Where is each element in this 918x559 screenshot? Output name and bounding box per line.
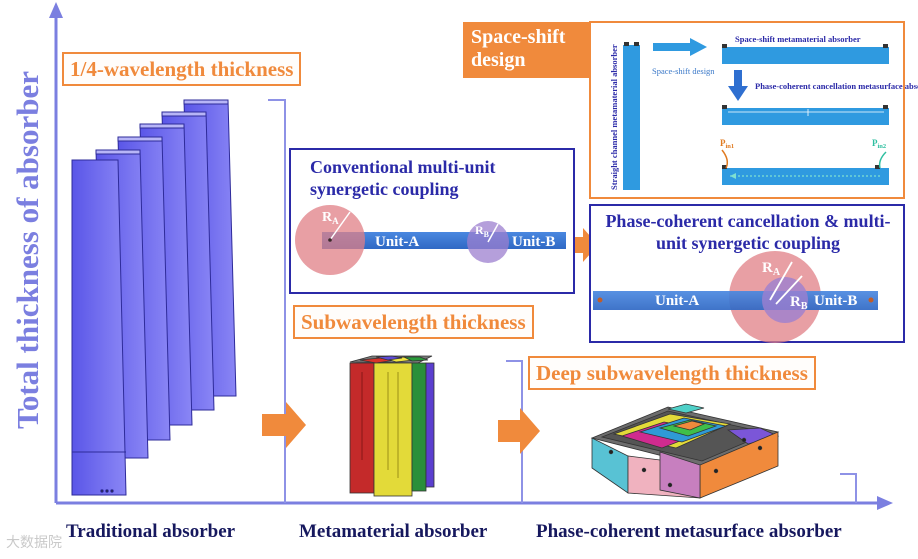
watermark: 大数据院	[6, 535, 62, 551]
metamaterial-absorber-block	[349, 355, 435, 497]
stage-label-deep-subwavelength: Deep subwavelength thickness	[528, 356, 816, 390]
coherent-unit-b: Unit-B	[814, 293, 857, 309]
port-marker	[624, 42, 629, 46]
space-shift-label: Space-shift design	[471, 26, 566, 71]
x-label-traditional: Traditional absorber	[66, 521, 236, 542]
conventional-ra-radius	[329, 211, 351, 241]
traditional-absorber-slabs	[71, 99, 237, 496]
port-marker	[722, 44, 727, 48]
stage-label-quarter-wavelength: 1/4-wavelength thickness	[62, 52, 302, 86]
pin1-arrow-icon	[721, 149, 729, 169]
coherent-port-right	[868, 297, 874, 303]
conventional-coupling-title: Conventional multi-unit synergetic coupl…	[310, 157, 496, 199]
space-shift-mid-bar	[722, 108, 889, 125]
pin2-arrow-icon	[878, 151, 887, 169]
phase-coherent-metasurface-block	[590, 403, 780, 499]
space-shift-bottom-bar	[722, 168, 889, 185]
step-arrow-icon	[498, 408, 540, 454]
conventional-rb-label: RB	[475, 223, 490, 239]
x-axis	[56, 496, 893, 510]
port-marker	[722, 165, 727, 169]
y-axis	[49, 2, 63, 503]
coherent-rb-circle	[762, 277, 808, 323]
coherent-caption-line: Phase-coherent cancellation metasurface …	[755, 81, 918, 91]
step-arrow-icon	[262, 402, 306, 448]
port-marker	[634, 42, 639, 46]
stage-label-subwavelength: Subwavelength thickness	[293, 305, 534, 339]
y-axis-label: Total thickness of absorber	[10, 71, 45, 429]
space-shift-top-caption: Space-shift metamaterial absorber	[735, 34, 861, 44]
port-marker	[883, 44, 888, 48]
conventional-ra-label: RA	[322, 210, 339, 226]
coherent-ra-label: RA	[762, 260, 781, 278]
space-shift-arrow-caption: Space-shift design	[652, 66, 715, 76]
conventional-unit-a: Unit-A	[375, 234, 419, 250]
step-arrow-icon	[569, 228, 598, 262]
conventional-ra-center	[328, 238, 332, 242]
coherent-unit-a: Unit-A	[655, 293, 699, 309]
x-label-phase-coherent: Phase-coherent metasurface absorber	[536, 521, 842, 542]
conventional-unit-b: Unit-B	[512, 234, 555, 250]
straight-channel-caption: Straight channel metamaterial absorber	[609, 44, 619, 190]
conventional-rb-radius	[487, 223, 499, 243]
shift-arrow-right-icon	[653, 38, 707, 56]
port-marker	[883, 105, 888, 109]
space-shift-top-bar	[722, 47, 889, 64]
level-markers	[268, 99, 857, 503]
port-marker	[875, 165, 880, 169]
shift-arrow-down-icon	[728, 70, 748, 101]
coherent-rb-label: RB	[790, 294, 808, 312]
x-label-metamaterial: Metamaterial absorber	[299, 521, 488, 542]
pin1-label: Pin1	[720, 138, 734, 150]
pin2-label: Pin2	[872, 138, 886, 150]
flow-arrow-icon	[730, 173, 736, 179]
coherent-rb-radius	[775, 275, 803, 305]
coherent-coupling-title: Phase-coherent cancellation & multi-unit…	[605, 211, 891, 253]
coherent-port-left	[597, 297, 603, 303]
space-shift-label-bg	[463, 22, 590, 78]
straight-channel-bar	[623, 45, 640, 190]
port-marker	[722, 105, 727, 109]
coherent-ra-radius	[769, 261, 793, 301]
